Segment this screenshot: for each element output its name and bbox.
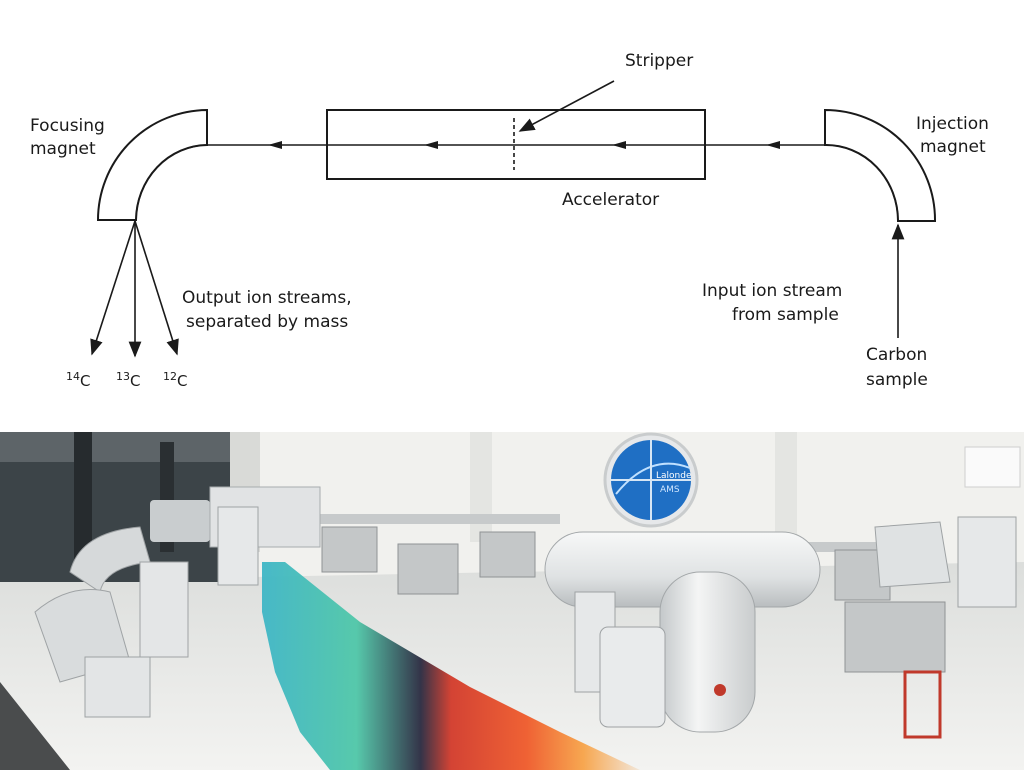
stripper-label: Stripper [625, 51, 693, 71]
isotope-label-12c: 12C [163, 370, 187, 390]
carbon-sample-label-line1: Carbon [866, 345, 927, 365]
electronics-rack [139, 561, 189, 658]
ion-source-cylinder [599, 626, 666, 728]
ion-source-equipment [874, 521, 951, 588]
beam-direction-arrow [612, 141, 626, 149]
beamline-pipe [300, 514, 560, 524]
output-streams-label-line2: separated by mass [186, 312, 348, 332]
output-stream-12c-arrow [134, 220, 179, 356]
beam-direction-arrow [268, 141, 282, 149]
ams-schematic-diagram: Stripper Accelerator Focusing magnet Inj… [30, 51, 989, 390]
output-streams-label-line1: Output ion streams, [182, 288, 352, 308]
isotope-label-13c: 13C [116, 370, 140, 390]
sample-stand [844, 601, 946, 673]
beamline-stand [397, 543, 459, 595]
beam-direction-arrow [424, 141, 438, 149]
equipment-cart [903, 670, 942, 739]
lab-floor [0, 562, 1024, 770]
focusing-magnet-beam-arc [135, 144, 208, 221]
injection-magnet-label-line2: magnet [920, 137, 986, 157]
beamline-stand [479, 531, 536, 578]
wall-pillar [775, 432, 797, 542]
beam-direction-arrow [766, 141, 780, 149]
electronics-rack [957, 516, 1017, 608]
whiteboard [964, 446, 1021, 488]
atrium-light [0, 432, 230, 462]
floor-mosaic [262, 562, 640, 770]
electronics-rack [217, 506, 259, 586]
tank-badge [714, 684, 726, 696]
injection-magnet-beam-arc [824, 144, 899, 222]
detector-cabinet [84, 656, 151, 718]
beamline-pipe [800, 542, 900, 552]
focusing-magnet-label-line1: Focusing [30, 116, 105, 136]
accelerator-label: Accelerator [562, 190, 659, 210]
window-logo-text2: AMS [660, 485, 680, 495]
wall-pillar [470, 432, 492, 542]
output-stream-14c-arrow [90, 220, 136, 356]
focusing-magnet-shape [96, 108, 208, 221]
beamline-stand [321, 526, 378, 573]
carbon-sample-label-line2: sample [866, 370, 928, 390]
balcony-railing [0, 682, 70, 770]
isotope-label-14c: 14C [66, 370, 90, 390]
window-logo-text: Lalonde [656, 471, 692, 481]
atrium-column [74, 432, 92, 562]
stripper-pointer-arrow [518, 80, 615, 132]
input-stream-label-line1: Input ion stream [702, 281, 842, 301]
input-stream-label-line2: from sample [732, 305, 839, 325]
accelerator-tank-arm [659, 571, 756, 733]
injection-magnet-label-line1: Injection [916, 114, 989, 134]
ams-facility-photo: Lalonde AMS [0, 432, 1024, 770]
injection-magnet-equipment [69, 526, 151, 593]
focusing-magnet-label-line2: magnet [30, 139, 96, 159]
equipment-housing [150, 500, 210, 542]
